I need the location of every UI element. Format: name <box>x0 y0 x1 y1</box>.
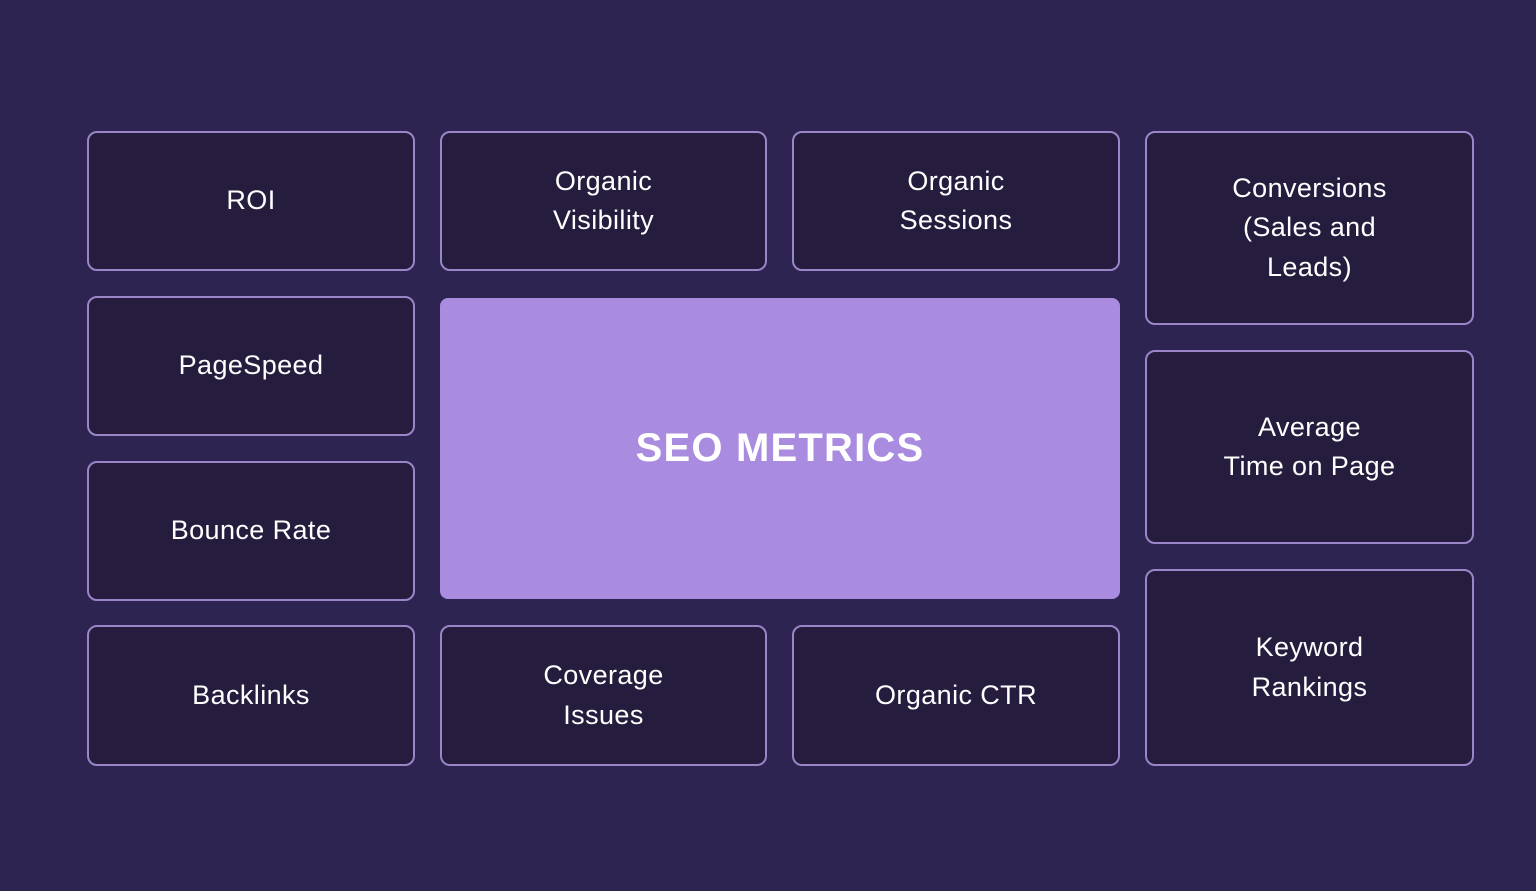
metric-card-label: PageSpeed <box>178 350 324 381</box>
metric-card-organic-visibility[interactable]: Organic Visibility <box>440 131 767 271</box>
metric-card-bounce-rate[interactable]: Bounce Rate <box>87 461 415 601</box>
metric-card-organic-sessions[interactable]: Organic Sessions <box>792 131 1120 271</box>
metric-card-pagespeed[interactable]: PageSpeed <box>87 296 415 436</box>
metric-card-conversions[interactable]: Conversions (Sales and Leads) <box>1145 131 1474 325</box>
metric-card-label: Conversions (Sales and Leads) <box>1232 173 1387 282</box>
metric-card-label: Organic Sessions <box>899 165 1013 235</box>
metric-card-label: Coverage Issues <box>543 660 664 730</box>
metric-card-label: Average Time on Page <box>1223 411 1396 481</box>
metric-card-backlinks[interactable]: Backlinks <box>87 625 415 766</box>
metric-card-label: ROI <box>226 185 276 216</box>
center-card-title: SEO METRICS <box>635 426 925 470</box>
metric-card-label: Backlinks <box>192 679 310 710</box>
metric-card-organic-ctr[interactable]: Organic CTR <box>792 625 1120 766</box>
metric-card-label: Organic Visibility <box>552 165 655 235</box>
metric-card-average-time-on-page[interactable]: Average Time on Page <box>1145 350 1474 544</box>
metric-card-coverage-issues[interactable]: Coverage Issues <box>440 625 767 766</box>
center-card-seo-metrics[interactable]: SEO METRICS <box>440 298 1120 599</box>
metric-card-keyword-rankings[interactable]: Keyword Rankings <box>1145 569 1474 766</box>
metric-card-label: Keyword Rankings <box>1251 632 1368 702</box>
metric-card-label: Organic CTR <box>875 679 1037 710</box>
metric-card-roi[interactable]: ROI <box>87 131 415 271</box>
metric-card-label: Bounce Rate <box>170 515 332 546</box>
